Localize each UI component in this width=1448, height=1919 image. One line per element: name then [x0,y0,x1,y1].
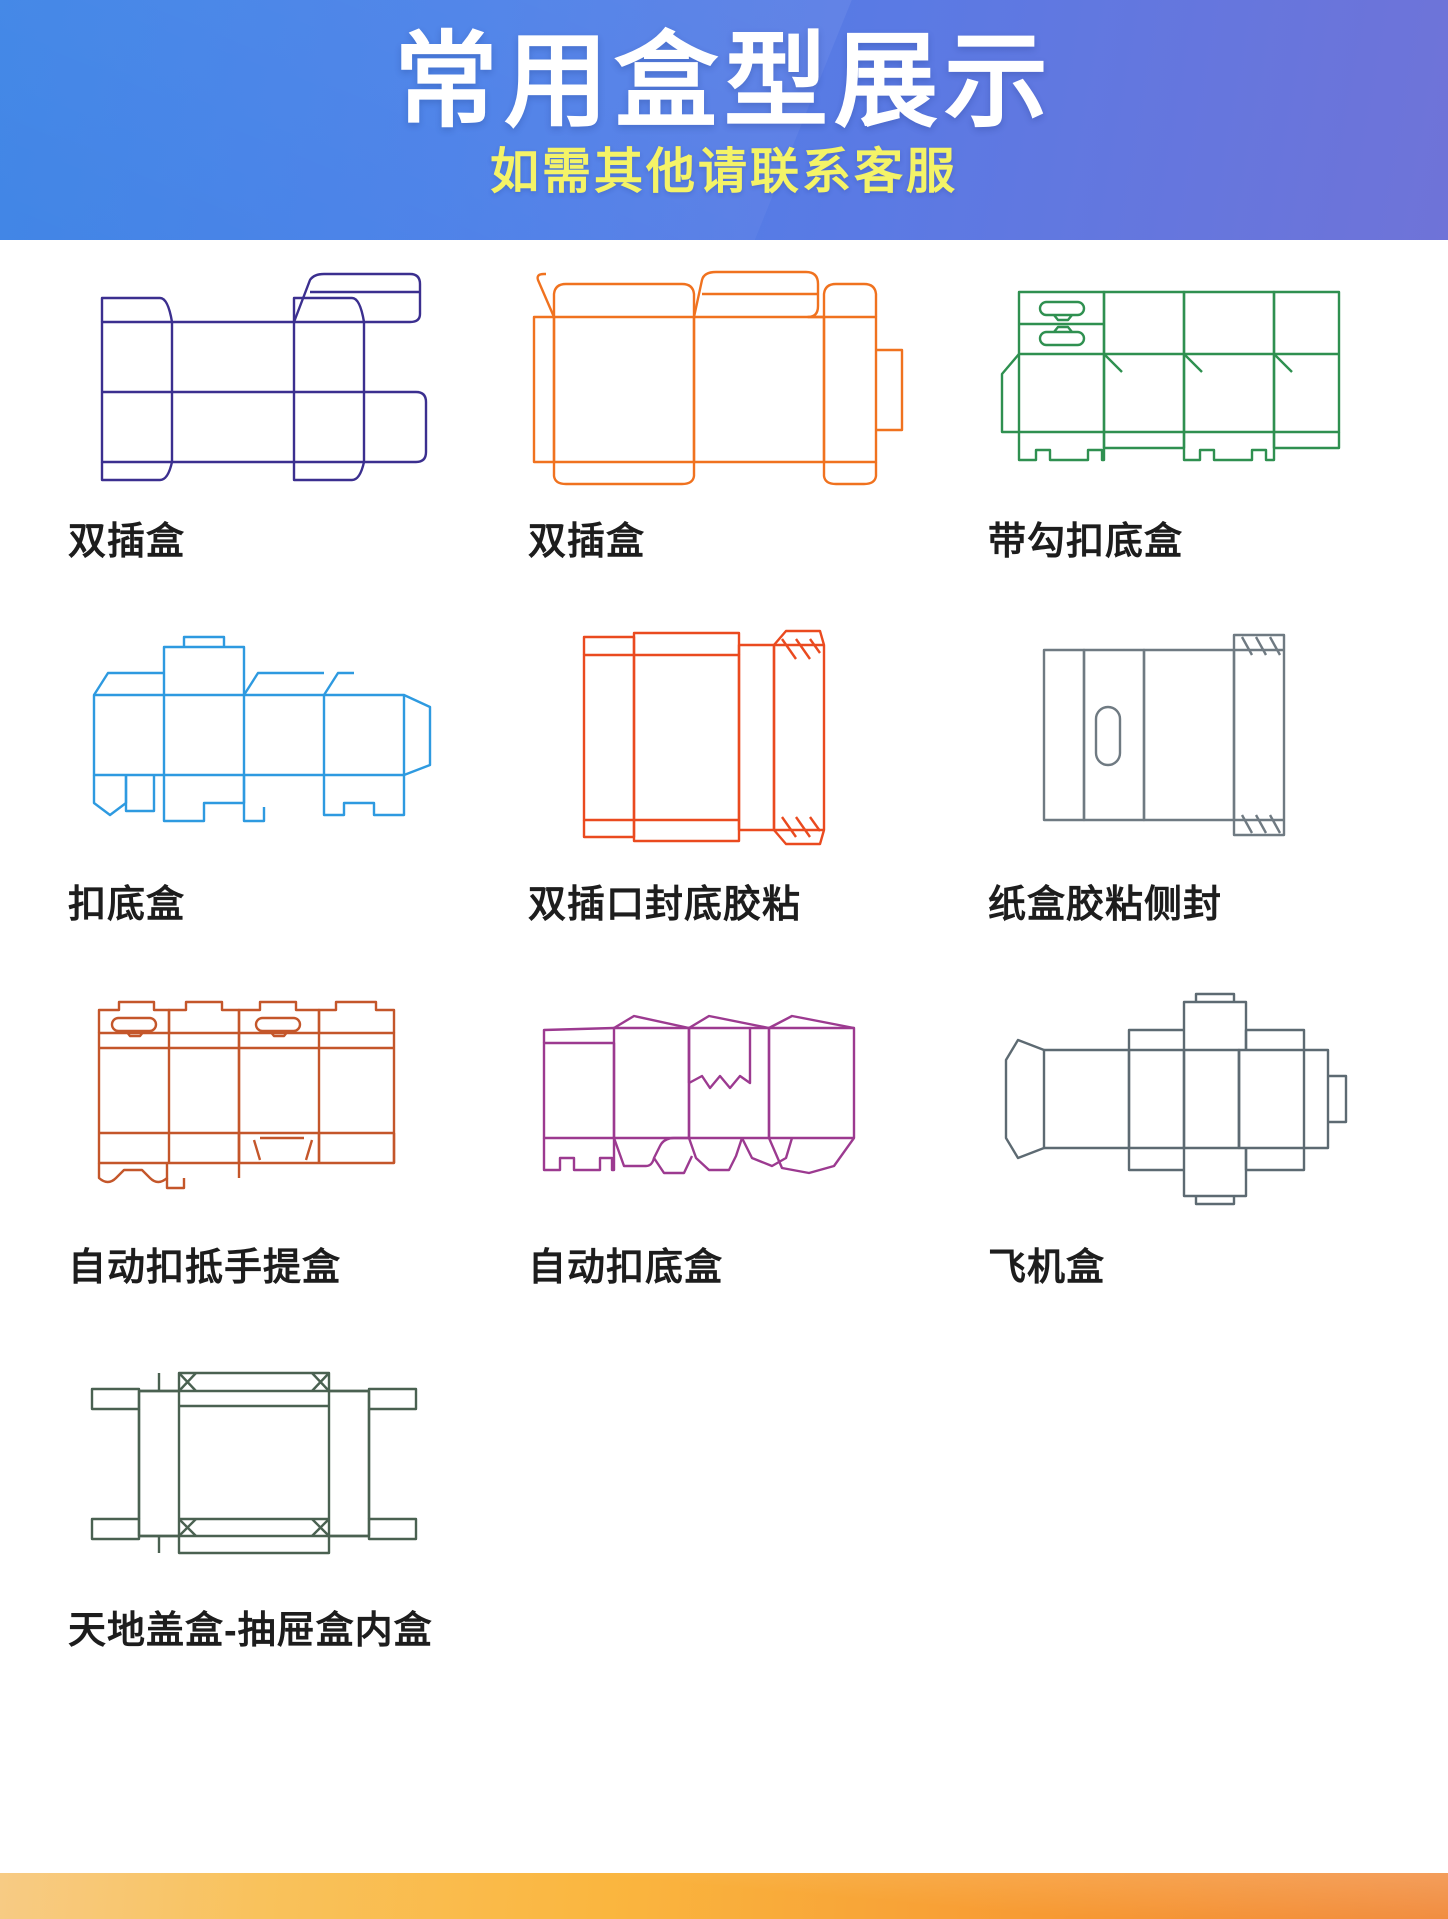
box-row-3: 自动扣抵手提盒 [0,988,1448,1291]
box-type-grid: 双插盒 双插盒 [0,240,1448,1654]
box-card-zi-dong-kou-di-he[interactable]: 自动扣底盒 [494,988,954,1291]
box-card-shuang-cha-he-1[interactable]: 双插盒 [34,262,494,565]
box-card-shuang-cha-he-2[interactable]: 双插盒 [494,262,954,565]
page-subtitle: 如需其他请联系客服 [489,145,958,200]
box-label: 飞机盒 [988,1247,1106,1289]
box-dieline-side-glue-icon [984,625,1384,855]
box-label: 带勾扣底盒 [988,521,1184,563]
page-title: 常用盒型展示 [393,24,1054,140]
box-card-fei-ji-he[interactable]: 飞机盒 [954,988,1414,1291]
box-label: 双插盒 [68,521,186,563]
box-card-zhi-he-jiao-zhan-ce[interactable]: 纸盒胶粘侧封 [954,625,1414,928]
box-dieline-auto-lock-bottom-icon [524,988,924,1218]
header-text-block: 常用盒型展示 如需其他请联系客服 [0,0,1448,200]
row-spacer [0,1291,1448,1351]
box-card-shuang-cha-kou-feng-di[interactable]: 双插口封底胶粘 [494,625,954,928]
box-card-zi-dong-kou-di-shou-ti[interactable]: 自动扣抵手提盒 [34,988,494,1291]
empty-cell [494,1351,954,1654]
box-label: 双插口封底胶粘 [528,884,802,926]
box-dieline-reverse-tuck-icon [524,262,924,492]
box-label: 自动扣底盒 [528,1247,724,1289]
box-dieline-lock-bottom-icon [64,625,464,855]
box-row-2: 扣底盒 [0,625,1448,928]
box-dieline-glued-bottom-icon [524,625,924,855]
box-card-tian-di-gai-he[interactable]: 天地盖盒-抽屉盒内盒 [34,1351,494,1654]
box-card-kou-di-he[interactable]: 扣底盒 [34,625,494,928]
box-dieline-mailer-icon [984,988,1384,1218]
box-label: 天地盖盒-抽屉盒内盒 [68,1610,433,1652]
box-dieline-drawer-inner-icon [64,1351,464,1581]
page-header: 常用盒型展示 如需其他请联系客服 [0,0,1448,240]
box-dieline-auto-lock-handle-icon [64,988,464,1218]
box-label: 双插盒 [528,521,646,563]
box-row-1: 双插盒 双插盒 [0,262,1448,565]
box-label: 扣底盒 [68,884,186,926]
box-dieline-hook-lock-bottom-icon [984,262,1384,492]
row-spacer [0,928,1448,988]
box-dieline-tuck-end-icon [64,262,464,492]
empty-cell [954,1351,1414,1654]
box-card-dai-gou-kou-di-he[interactable]: 带勾扣底盒 [954,262,1414,565]
footer-accent-bar [0,1873,1448,1919]
box-label: 自动扣抵手提盒 [68,1247,342,1289]
row-spacer [0,565,1448,625]
box-label: 纸盒胶粘侧封 [988,884,1223,926]
box-row-4: 天地盖盒-抽屉盒内盒 [0,1351,1448,1654]
